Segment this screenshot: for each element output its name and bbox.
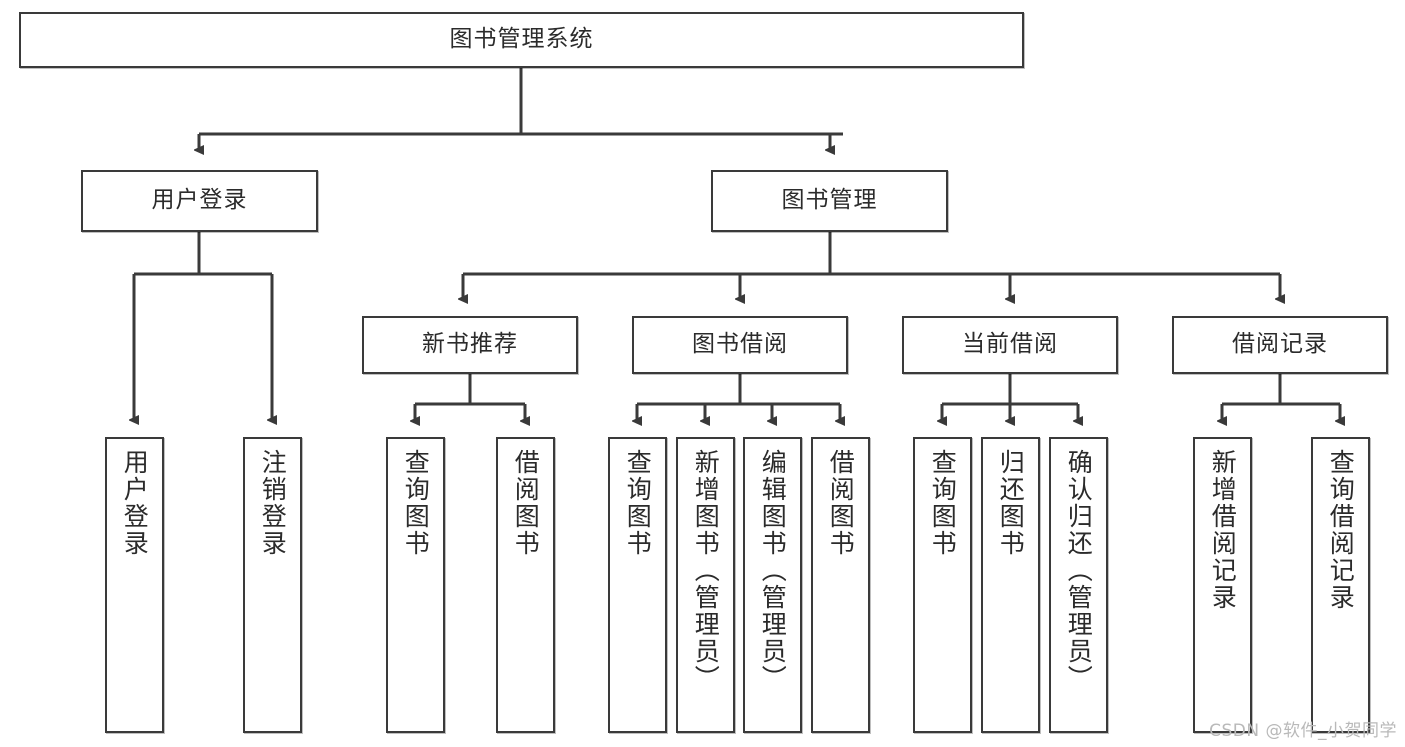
node-leaf-edit-book[interactable]: 编辑图书（管理员） [743, 437, 802, 733]
node-leaf-borrow-book-2[interactable]: 借阅图书 [811, 437, 870, 733]
node-current-borrow-label: 当前借阅 [962, 331, 1058, 358]
node-leaf-confirm-return-label: 确认归还（管理员） [1064, 449, 1094, 692]
node-leaf-query-record[interactable]: 查询借阅记录 [1311, 437, 1370, 733]
node-user-login[interactable]: 用户登录 [81, 170, 318, 232]
node-book-borrow-label: 图书借阅 [692, 331, 788, 358]
node-root[interactable]: 图书管理系统 [19, 12, 1024, 68]
node-leaf-borrow-book-1-label: 借阅图书 [511, 449, 541, 557]
node-leaf-query-book-2-label: 查询图书 [623, 449, 653, 557]
node-leaf-logout[interactable]: 注销登录 [243, 437, 302, 733]
node-root-label: 图书管理系统 [449, 26, 594, 53]
node-leaf-return-book[interactable]: 归还图书 [981, 437, 1040, 733]
node-leaf-query-book-1-label: 查询图书 [401, 449, 431, 557]
node-leaf-add-record[interactable]: 新增借阅记录 [1193, 437, 1252, 733]
node-leaf-confirm-return[interactable]: 确认归还（管理员） [1049, 437, 1108, 733]
node-user-login-label: 用户登录 [151, 187, 248, 214]
node-leaf-add-book[interactable]: 新增图书（管理员） [676, 437, 735, 733]
node-borrow-record-label: 借阅记录 [1232, 331, 1328, 358]
node-leaf-add-record-label: 新增借阅记录 [1208, 449, 1238, 611]
node-leaf-borrow-book-1[interactable]: 借阅图书 [496, 437, 555, 733]
node-leaf-user-login[interactable]: 用户登录 [105, 437, 164, 733]
node-leaf-edit-book-label: 编辑图书（管理员） [758, 449, 788, 692]
node-leaf-query-book-3[interactable]: 查询图书 [913, 437, 972, 733]
node-leaf-borrow-book-2-label: 借阅图书 [826, 449, 856, 557]
node-new-book-recommend[interactable]: 新书推荐 [362, 316, 578, 374]
node-current-borrow[interactable]: 当前借阅 [902, 316, 1118, 374]
node-leaf-query-book-2[interactable]: 查询图书 [608, 437, 667, 733]
node-leaf-query-book-3-label: 查询图书 [928, 449, 958, 557]
node-leaf-query-book-1[interactable]: 查询图书 [386, 437, 445, 733]
node-leaf-logout-label: 注销登录 [258, 449, 288, 557]
watermark-text: CSDN @软件_小贺同学 [1209, 721, 1397, 741]
node-leaf-query-record-label: 查询借阅记录 [1326, 449, 1356, 611]
node-book-manage-label: 图书管理 [781, 187, 878, 214]
node-borrow-record[interactable]: 借阅记录 [1172, 316, 1388, 374]
node-book-borrow[interactable]: 图书借阅 [632, 316, 848, 374]
node-leaf-return-book-label: 归还图书 [996, 449, 1026, 557]
node-leaf-add-book-label: 新增图书（管理员） [691, 449, 721, 692]
node-leaf-user-login-label: 用户登录 [120, 449, 150, 557]
node-new-book-recommend-label: 新书推荐 [422, 331, 518, 358]
node-book-manage[interactable]: 图书管理 [711, 170, 948, 232]
